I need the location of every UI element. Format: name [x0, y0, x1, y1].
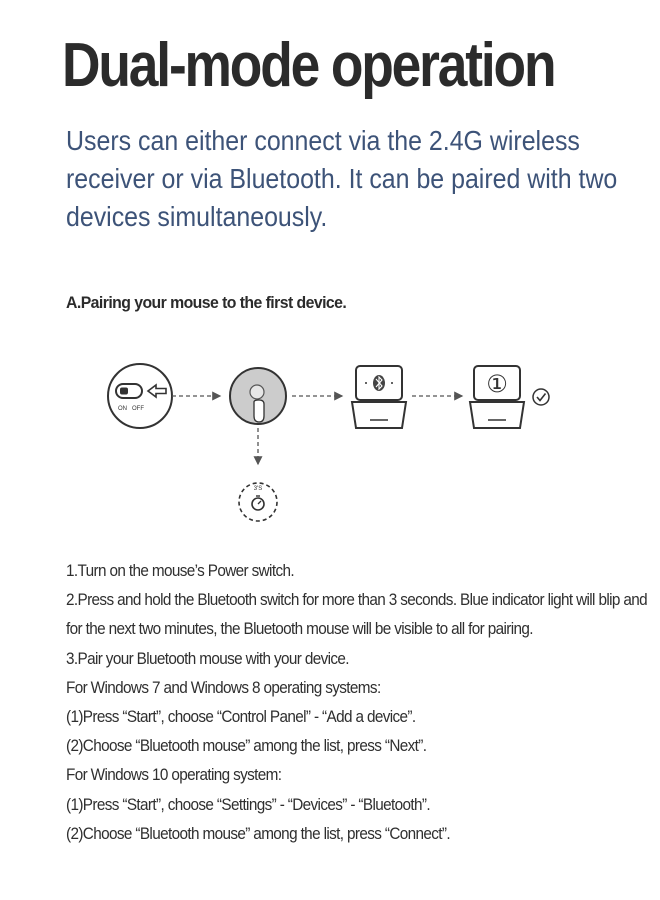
step-text: (2)Choose “Bluetooth mouse” among the li… — [66, 736, 427, 756]
step-text: (2)Choose “Bluetooth mouse” among the li… — [66, 823, 451, 843]
hold-time-label: 3'S — [254, 486, 262, 492]
pairing-diagram: ON OFF ① — [107, 363, 550, 522]
page-subtitle: Users can either connect via the 2.4G wi… — [66, 125, 618, 232]
step-text: For Windows 10 operating system: — [66, 765, 282, 785]
instruction-steps: 1.Turn on the mouse’s Power switch. 2.Pr… — [66, 556, 648, 848]
step-text: 3.Pair your Bluetooth mouse with your de… — [66, 648, 350, 668]
step-text: (1)Press “Start”, choose “Settings” - “D… — [66, 794, 431, 814]
section-heading: A.Pairing your mouse to the first device… — [66, 293, 347, 312]
power-switch-icon: ON OFF — [107, 363, 173, 429]
switch-off-label: OFF — [132, 406, 144, 412]
timer-icon: 3'S — [238, 482, 278, 522]
bluetooth-button-icon — [229, 367, 287, 425]
switch-on-label: ON — [118, 406, 127, 412]
step-text: 1.Turn on the mouse’s Power switch. — [66, 561, 295, 580]
step-text: 2.Press and hold the Bluetooth switch fo… — [66, 590, 648, 639]
device-number: ① — [486, 370, 508, 398]
step-text: For Windows 7 and Windows 8 operating sy… — [66, 677, 381, 697]
page-title: Dual-mode operation — [62, 31, 557, 100]
step-text: (1)Press “Start”, choose “Control Panel”… — [66, 707, 416, 727]
laptop-bluetooth-icon — [350, 365, 408, 429]
laptop-paired-icon: ① — [468, 365, 526, 429]
check-circle-icon — [532, 388, 550, 406]
